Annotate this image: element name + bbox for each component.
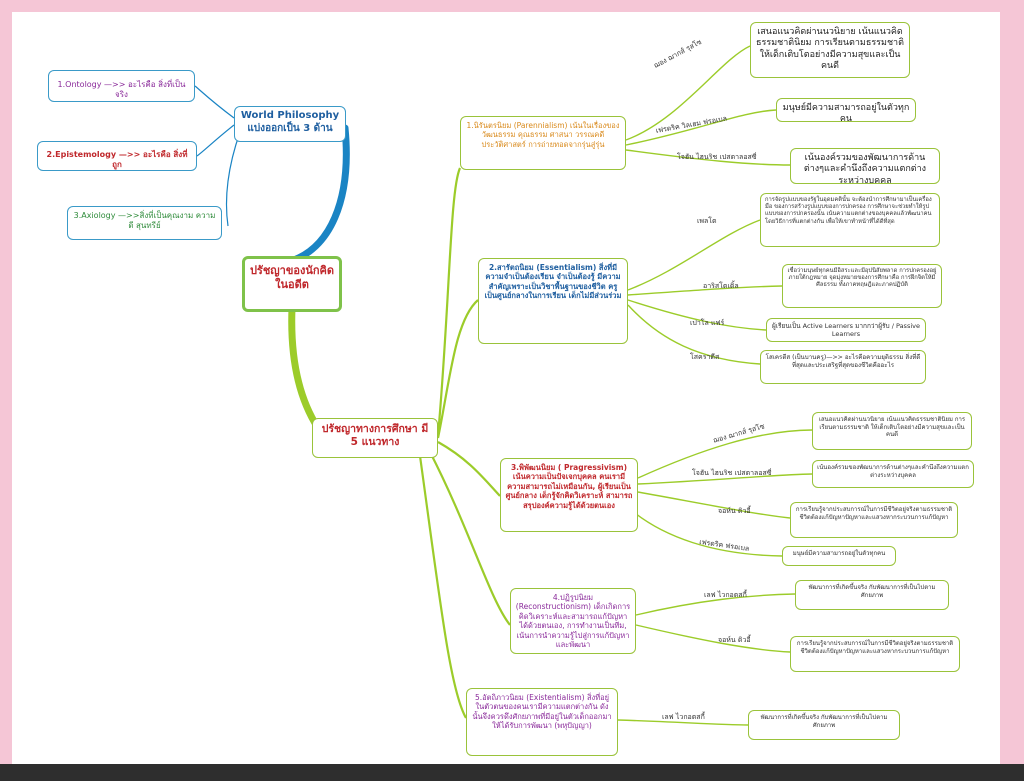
axiology-label: 3.Axiology —>>สิ่งที่เป็นคุณงาม ความดี ส… <box>73 211 216 230</box>
thinker-desc[interactable]: โสเครตีส (เป็นบานครู)—>> อะไรคือความยุติ… <box>760 350 926 384</box>
branch-existentialism-label: 5.อัตถิภาวนิยม (Existentialism) สิ่งที่อ… <box>472 693 612 731</box>
epistemology-label: 2.Epistemology —>> อะไรคือ สิ่งที่ถูก <box>46 150 188 169</box>
thinker-label: เลฟ ไวกอตสกี้ <box>704 591 747 599</box>
link-world-ontology <box>194 85 235 119</box>
branch-essentialism[interactable]: 2.สารัตถนิยม (Essentialism) สิ่งที่มีควา… <box>478 258 628 344</box>
thinker-desc[interactable]: เน้นองค์รวมของพัฒนาการด้านต่างๆและคำนึงถ… <box>812 460 974 488</box>
link-b4-t2 <box>635 624 791 653</box>
education-node[interactable]: ปรัชญาทางการศึกษา มี 5 แนวทาง <box>312 418 438 458</box>
link-edu-b2 <box>436 299 479 439</box>
link-b2-t2 <box>627 285 783 296</box>
link-b1-t2 <box>625 109 777 146</box>
education-label: ปรัชญาทางการศึกษา มี 5 แนวทาง <box>321 423 429 449</box>
thinker-desc[interactable]: เชื่อว่ามนุษย์ทุกคนมีอิสระและมีอุปนิสัยพ… <box>782 264 942 308</box>
link-b4-t1 <box>635 593 796 616</box>
window-bottom-bar <box>0 764 1024 781</box>
thinker-desc[interactable]: มนุษย์มีความสามารถอยู่ในตัวทุกคน <box>782 546 896 566</box>
link-b3-t3 <box>637 491 791 519</box>
thinker-desc[interactable]: พัฒนาการที่เกิดขึ้นจริง กับพัฒนาการที่เป… <box>748 710 900 740</box>
branch-perennialism[interactable]: 1.นิรันตรนิยม (Parennialism) เน้นในเรื่อ… <box>460 116 626 170</box>
link-b3-t2 <box>637 473 813 485</box>
epistemology-node[interactable]: 2.Epistemology —>> อะไรคือ สิ่งที่ถูก <box>37 141 197 171</box>
link-world-axiology <box>225 131 241 227</box>
branch-reconstructionism-label: 4.ปฏิรูปนิยม (Reconstructionism) เด็กเกิ… <box>515 593 631 649</box>
thinker-desc[interactable]: มนุษย์มีความสามารถอยู่ในตัวทุกคน <box>776 98 916 122</box>
link-edu-b1 <box>436 167 462 437</box>
link-b5-t1 <box>617 719 749 726</box>
central-node[interactable]: ปรัชญาของนักคิดในอดีต <box>242 256 342 312</box>
ontology-node[interactable]: 1.Ontology —>> อะไรคือ สิ่งที่เป็นจริง <box>48 70 195 102</box>
link-b2-t1 <box>627 219 761 291</box>
thinker-label: โจฮัน ไฮนริช เปสตาลอสซี่ <box>692 469 772 477</box>
central-label: ปรัชญาของนักคิดในอดีต <box>249 264 335 291</box>
thinker-label: โจฮัน ไฮนริช เปสตาลอสซี่ <box>677 153 757 161</box>
link-b1-t1 <box>625 45 751 141</box>
thinker-label: โสคราตีส <box>690 353 720 361</box>
branch-reconstructionism[interactable]: 4.ปฏิรูปนิยม (Reconstructionism) เด็กเกิ… <box>510 588 636 654</box>
thinker-desc[interactable]: การจัดรูปแบบของรัฐในอุดมคตินั้น จะต้องนำ… <box>760 193 940 247</box>
branch-progressivism-label: 3.พิพัฒนนิยม ( Pragressivism) เน้นความเป… <box>505 463 633 510</box>
axiology-node[interactable]: 3.Axiology —>>สิ่งที่เป็นคุณงาม ความดี ส… <box>67 206 222 240</box>
thinker-desc[interactable]: เสนอแนวคิดผ่านนวนิยาย เน้นแนวคิดธรรมชาติ… <box>750 22 910 78</box>
ontology-label: 1.Ontology —>> อะไรคือ สิ่งที่เป็นจริง <box>57 80 186 99</box>
branch-progressivism[interactable]: 3.พิพัฒนนิยม ( Pragressivism) เน้นความเป… <box>500 458 638 532</box>
thinker-label: อาริสโตเติ้ล <box>703 282 739 290</box>
thinker-desc[interactable]: เสนอแนวคิดผ่านนวนิยาย เน้นแนวคิดธรรมชาติ… <box>812 412 972 450</box>
branch-existentialism[interactable]: 5.อัตถิภาวนิยม (Existentialism) สิ่งที่อ… <box>466 688 618 756</box>
link-edu-b3 <box>437 441 501 497</box>
world-philosophy-label: World Philosophy แบ่งออกเป็น 3 ด้าน <box>240 110 340 134</box>
thinker-desc[interactable]: การเรียนรู้จากประสบการณ์ในการมีชีวิตอยู่… <box>790 636 960 672</box>
thinker-desc[interactable]: การเรียนรู้จากประสบการณ์ในการมีชีวิตอยู่… <box>790 502 958 538</box>
thinker-label: จอห์น ดิวอี้ <box>718 636 751 644</box>
link-central-education <box>288 304 322 432</box>
link-edu-b5 <box>418 455 467 719</box>
world-philosophy-node[interactable]: World Philosophy แบ่งออกเป็น 3 ด้าน <box>234 106 346 142</box>
thinker-desc[interactable]: เน้นองค์รวมของพัฒนาการด้านต่างๆและคำนึงถ… <box>790 148 940 184</box>
link-central-world <box>284 124 350 266</box>
branch-essentialism-label: 2.สารัตถนิยม (Essentialism) สิ่งที่มีควา… <box>484 263 622 301</box>
branch-perennialism-label: 1.นิรันตรนิยม (Parennialism) เน้นในเรื่อ… <box>466 121 620 149</box>
thinker-label: จอห์น ดิวอี้ <box>718 507 751 515</box>
link-b2-t4 <box>627 304 761 365</box>
link-edu-b4 <box>429 451 511 626</box>
link-world-epistemology <box>196 124 235 157</box>
link-b2-t3 <box>627 299 767 331</box>
thinker-desc[interactable]: พัฒนาการที่เกิดขึ้นจริง กับพัฒนาการที่เป… <box>795 580 949 610</box>
thinker-label: เปาโล แฟร์ <box>690 319 725 327</box>
thinker-label: เลฟ ไวกอตสกี้ <box>662 713 705 721</box>
link-b1-t3 <box>625 149 791 166</box>
link-b3-t1 <box>637 429 813 479</box>
thinker-desc[interactable]: ผู้เรียนเป็น Active Learners มากกว่าผู้ร… <box>766 318 926 342</box>
thinker-label: เพลโต <box>697 217 717 225</box>
